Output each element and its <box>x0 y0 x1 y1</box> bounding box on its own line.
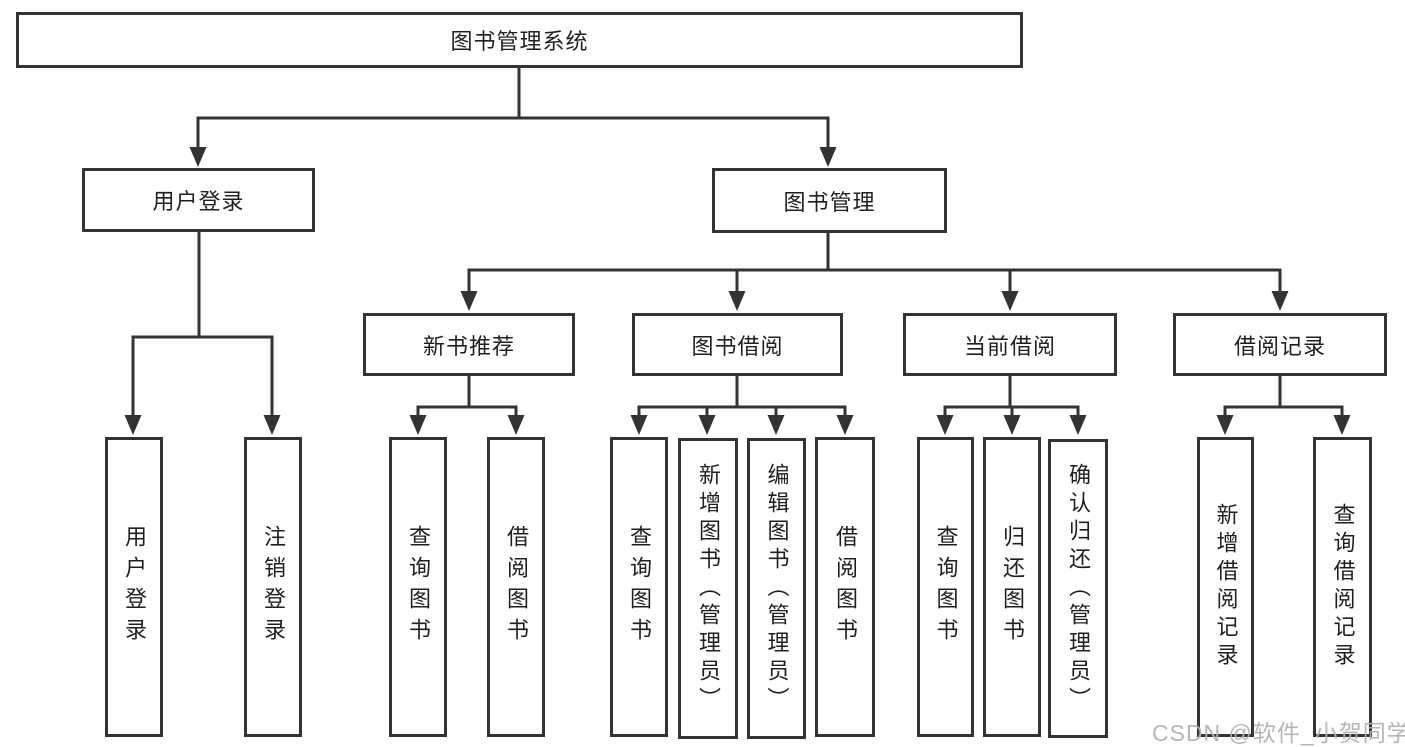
node-borrow-record: 借阅记录 <box>1173 313 1387 376</box>
leaf-add-borrow-record: 新增借阅记录 <box>1197 437 1254 737</box>
leaf-borrow-books: 借阅图书 <box>815 437 875 737</box>
leaf-user-login: 用户登录 <box>105 437 163 737</box>
leaf-edit-books-admin-label: 编辑图书（管理员） <box>764 462 790 715</box>
node-current-borrow-label: 当前借阅 <box>963 333 1056 359</box>
node-book-management: 图书管理 <box>712 168 947 233</box>
leaf-confirm-return-admin-label: 确认归还（管理员） <box>1066 462 1091 715</box>
leaf-add-books-admin-label: 新增图书（管理员） <box>696 462 721 715</box>
node-root-label: 图书管理系统 <box>450 29 589 54</box>
node-new-book-recommend-label: 新书推荐 <box>422 333 515 359</box>
leaf-confirm-return-admin: 确认归还（管理员） <box>1048 439 1108 738</box>
leaf-query-books-recommend-label: 查询图书 <box>406 525 431 649</box>
node-root: 图书管理系统 <box>16 12 1023 68</box>
node-book-borrow-label: 图书借阅 <box>691 333 784 359</box>
leaf-query-borrow-record: 查询借阅记录 <box>1313 437 1372 737</box>
node-user-login-label: 用户登录 <box>152 189 245 214</box>
leaf-return-books-label: 归还图书 <box>1000 525 1025 649</box>
leaf-edit-books-admin: 编辑图书（管理员） <box>747 438 806 739</box>
leaf-logout: 注销登录 <box>244 437 302 737</box>
leaf-query-borrow-record-label: 查询借阅记录 <box>1330 503 1356 671</box>
leaf-borrow-books-recommend-label: 借阅图书 <box>504 525 529 649</box>
node-new-book-recommend: 新书推荐 <box>363 313 575 376</box>
csdn-watermark: CSDN @软件_小贺同学 <box>1152 720 1405 746</box>
connector-lines <box>124 66 1351 435</box>
leaf-query-books-current: 查询图书 <box>917 437 974 737</box>
leaf-return-books: 归还图书 <box>983 437 1041 737</box>
leaf-query-books-current-label: 查询图书 <box>933 525 959 649</box>
leaf-query-books-borrow-label: 查询图书 <box>627 525 652 649</box>
node-borrow-record-label: 借阅记录 <box>1233 333 1326 359</box>
node-user-login: 用户登录 <box>82 168 315 232</box>
leaf-logout-label: 注销登录 <box>261 525 286 649</box>
node-current-borrow: 当前借阅 <box>903 313 1117 376</box>
leaf-query-books-borrow: 查询图书 <box>610 437 668 737</box>
leaf-add-borrow-record-label: 新增借阅记录 <box>1213 503 1239 671</box>
leaf-borrow-books-recommend: 借阅图书 <box>487 437 545 737</box>
node-book-management-label: 图书管理 <box>783 189 876 215</box>
leaf-query-books-recommend: 查询图书 <box>389 437 447 737</box>
node-book-borrow: 图书借阅 <box>632 313 843 376</box>
leaf-user-login-label: 用户登录 <box>122 525 147 649</box>
leaf-add-books-admin: 新增图书（管理员） <box>678 438 738 739</box>
leaf-borrow-books-label: 借阅图书 <box>833 525 858 649</box>
